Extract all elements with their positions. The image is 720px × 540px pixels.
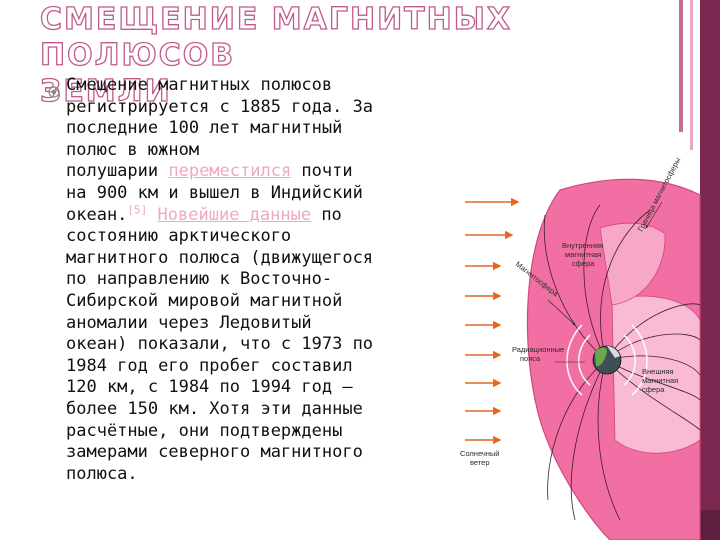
decor-stripe xyxy=(679,0,683,132)
text-line: 120 км, с 1984 по 1994 год — xyxy=(66,377,353,398)
text-line: магнитного полюса (движущегося xyxy=(66,247,374,268)
decor-stripe-light xyxy=(690,0,693,150)
outer-sphere-shape xyxy=(611,295,701,454)
leader-lines xyxy=(547,201,663,363)
radiation-belt-arcs xyxy=(566,324,648,396)
text-line: аномалии через Ледовитый xyxy=(66,312,312,333)
text-line: полушарии переместился почти xyxy=(66,161,446,183)
text-line: океан.[5] Новейшие данные по xyxy=(66,202,446,227)
body-paragraph: Смещение магнитных полюсов регистрируетс… xyxy=(66,75,446,485)
solar-wind-arrows xyxy=(465,197,520,445)
field-lines xyxy=(543,204,701,521)
link-latest-data[interactable]: Новейшие данные xyxy=(157,204,312,225)
link-moved[interactable]: переместился xyxy=(168,161,292,182)
text-line: более 150 км. Хотя эти данные xyxy=(66,398,363,419)
slide-title: СМЕЩЕНИЕ МАГНИТНЫХ ПОЛЮСОВ ЗЕМЛИ xyxy=(39,1,640,110)
earth-icon xyxy=(592,345,622,375)
text-fragment: океан. xyxy=(66,204,128,225)
text-line: океан) показали, что с 1973 по xyxy=(66,334,374,355)
text-line: полюс в южном xyxy=(66,139,200,160)
title-line-2: ЗЕМЛИ xyxy=(39,73,172,109)
text-line: последние 100 лет магнитный xyxy=(66,118,343,139)
bullet-icon xyxy=(48,86,60,98)
text-line: полюса. xyxy=(66,463,138,484)
text-line: Сибирской мировой магнитной xyxy=(66,290,343,311)
text-line: замерами северного магнитного xyxy=(66,442,363,463)
text-fragment: почти xyxy=(291,161,353,182)
text-fragment: по xyxy=(311,204,342,225)
text-fragment: полушарии xyxy=(66,161,169,182)
text-line: по направлению к Восточно- xyxy=(66,269,333,290)
reference-link[interactable]: [5] xyxy=(127,202,148,216)
text-line: на 900 км и вышел в Индийский xyxy=(66,182,363,203)
text-line: расчётные, они подтверждены xyxy=(66,420,343,441)
text-line: состоянию арктического xyxy=(66,226,292,247)
text-line: Смещение магнитных полюсов xyxy=(66,75,333,95)
text-line: 1984 год его пробег составил xyxy=(66,355,353,376)
decor-bar xyxy=(700,0,720,540)
title-line-1: СМЕЩЕНИЕ МАГНИТНЫХ ПОЛЮСОВ xyxy=(39,1,512,73)
text-line: регистрируется с 1885 года. За xyxy=(66,96,374,117)
inner-sphere-shape xyxy=(599,222,666,306)
